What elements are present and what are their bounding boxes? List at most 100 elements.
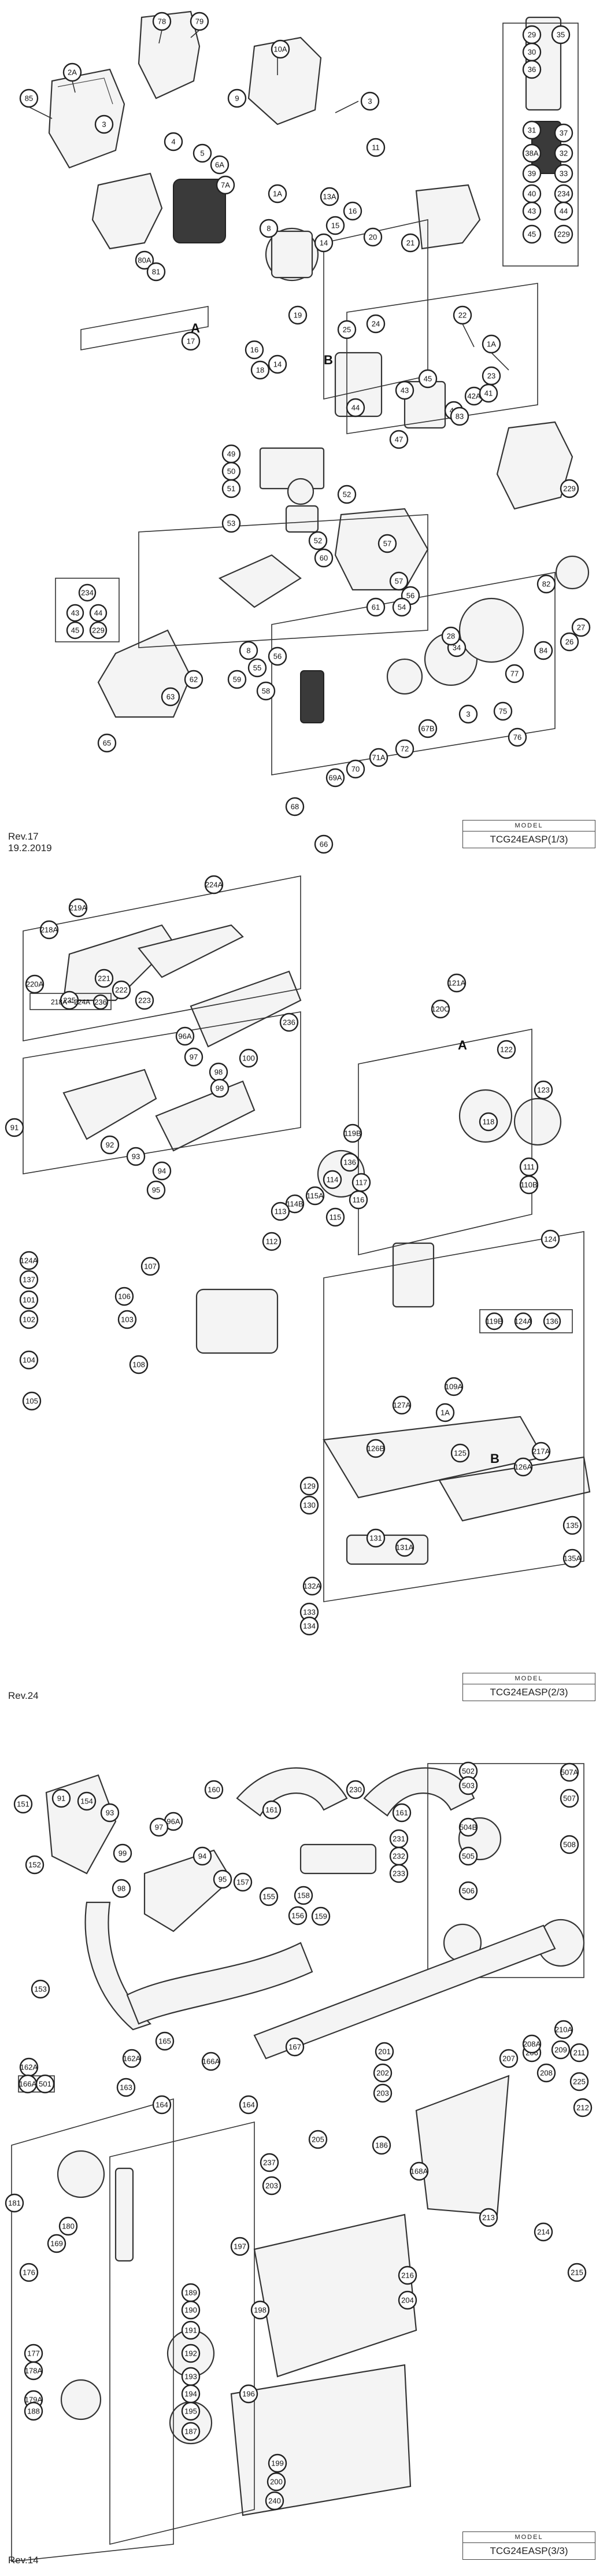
callout-124A: 124A — [19, 1251, 39, 1270]
air-cleaner-cover — [496, 421, 573, 510]
callout-59: 59 — [227, 670, 247, 689]
svg-text:19: 19 — [294, 311, 302, 320]
model-box-3: MODEL TCG24EASP(3/3) — [462, 2531, 595, 2560]
svg-text:203: 203 — [376, 2089, 389, 2098]
callout-131: 131 — [366, 1528, 386, 1548]
callout-181: 181 — [5, 2193, 24, 2213]
handle-bracket — [299, 1843, 377, 1875]
svg-text:225: 225 — [573, 2078, 586, 2086]
svg-text:96A: 96A — [166, 1817, 180, 1826]
svg-text:100: 100 — [242, 1054, 255, 1063]
svg-text:114: 114 — [327, 1176, 339, 1184]
callout-152: 152 — [25, 1855, 45, 1875]
callout-197: 197 — [230, 2237, 250, 2256]
callout-104: 104 — [19, 1350, 39, 1370]
svg-text:51: 51 — [227, 485, 235, 493]
callout-186: 186 — [372, 2135, 391, 2155]
callout-25: 25 — [337, 320, 357, 339]
callout-110B: 110B — [519, 1175, 539, 1195]
model-box-2: MODEL TCG24EASP(2/3) — [462, 1673, 595, 1701]
callout-118: 118 — [479, 1112, 498, 1132]
svg-text:124A: 124A — [515, 1317, 532, 1326]
callout-3: 3 — [458, 704, 478, 724]
callout-44: 44 — [554, 201, 573, 221]
callout-39: 39 — [522, 164, 542, 183]
callout-160: 160 — [204, 1780, 224, 1799]
callout-222: 222 — [112, 980, 131, 1000]
callout-14: 14 — [268, 354, 287, 374]
svg-text:1A: 1A — [441, 1409, 450, 1417]
svg-text:132A: 132A — [304, 1582, 321, 1591]
svg-text:131: 131 — [369, 1534, 382, 1543]
loop-handle — [236, 1767, 348, 1817]
callout-102: 102 — [19, 1310, 39, 1329]
callout-196: 196 — [239, 2384, 258, 2404]
callout-126B: 126B — [366, 1439, 386, 1458]
svg-text:209: 209 — [554, 2046, 567, 2054]
reference-mark: B — [324, 353, 333, 367]
svg-text:137: 137 — [23, 1276, 35, 1284]
callout-24: 24 — [366, 314, 386, 334]
svg-text:162A: 162A — [20, 2063, 38, 2072]
svg-text:91: 91 — [10, 1123, 18, 1132]
callout-216: 216 — [398, 2265, 417, 2285]
svg-text:14: 14 — [273, 360, 282, 369]
svg-text:161: 161 — [265, 1806, 278, 1814]
callout-85: 85 — [19, 88, 39, 108]
svg-text:221: 221 — [98, 974, 110, 983]
svg-text:41: 41 — [484, 389, 493, 398]
callout-9: 9 — [227, 88, 247, 108]
callout-15: 15 — [325, 216, 345, 235]
callout-45: 45 — [522, 224, 542, 244]
svg-text:230: 230 — [349, 1786, 362, 1794]
svg-text:161: 161 — [395, 1809, 408, 1817]
guard — [253, 2213, 417, 2378]
svg-text:236: 236 — [283, 1018, 295, 1027]
callout-117: 117 — [351, 1173, 371, 1192]
handle-bar-left — [84, 1901, 152, 2031]
callout-210A: 210A — [554, 2020, 573, 2039]
callout-134: 134 — [299, 1616, 319, 1636]
svg-text:216: 216 — [401, 2271, 414, 2280]
svg-text:229: 229 — [92, 626, 105, 635]
svg-text:27: 27 — [577, 623, 585, 632]
svg-text:134: 134 — [303, 1622, 316, 1631]
callout-43: 43 — [522, 201, 542, 221]
svg-text:218A: 218A — [40, 926, 58, 934]
svg-text:44: 44 — [351, 404, 360, 412]
svg-text:53: 53 — [227, 519, 235, 528]
svg-text:200: 200 — [270, 2478, 283, 2486]
svg-text:233: 233 — [393, 1869, 405, 1878]
svg-text:189: 189 — [184, 2289, 197, 2297]
callout-211: 211 — [569, 2043, 589, 2063]
callout-35: 35 — [551, 25, 571, 45]
leader-line — [190, 29, 200, 38]
callout-135: 135 — [562, 1516, 582, 1535]
callout-63: 63 — [161, 687, 180, 707]
svg-text:208A: 208A — [523, 2040, 541, 2049]
callout-116: 116 — [349, 1190, 368, 1210]
callout-57: 57 — [389, 571, 409, 591]
svg-text:506: 506 — [462, 1887, 475, 1895]
gear-shaft — [114, 2167, 134, 2262]
callout-52: 52 — [337, 485, 357, 504]
callout-180: 180 — [58, 2216, 78, 2236]
callout-22: 22 — [453, 305, 472, 325]
callout-154: 154 — [77, 1791, 97, 1811]
cylinder-block — [271, 230, 313, 279]
svg-text:6A: 6A — [215, 161, 224, 169]
svg-text:155: 155 — [262, 1893, 275, 1901]
kit-234-frame — [55, 578, 120, 642]
callout-132A: 132A — [302, 1576, 322, 1596]
svg-text:165: 165 — [158, 2037, 171, 2046]
callout-130: 130 — [299, 1495, 319, 1515]
callout-1A: 1A — [268, 184, 287, 204]
kit-callout-124A: 124A — [514, 1312, 532, 1330]
callout-129: 129 — [299, 1476, 319, 1496]
callout-3: 3 — [94, 114, 114, 134]
callout-188: 188 — [24, 2401, 43, 2421]
svg-text:10A: 10A — [273, 45, 287, 54]
callout-204: 204 — [398, 2290, 417, 2310]
callout-108: 108 — [129, 1355, 149, 1374]
callout-507: 507 — [560, 1788, 579, 1808]
